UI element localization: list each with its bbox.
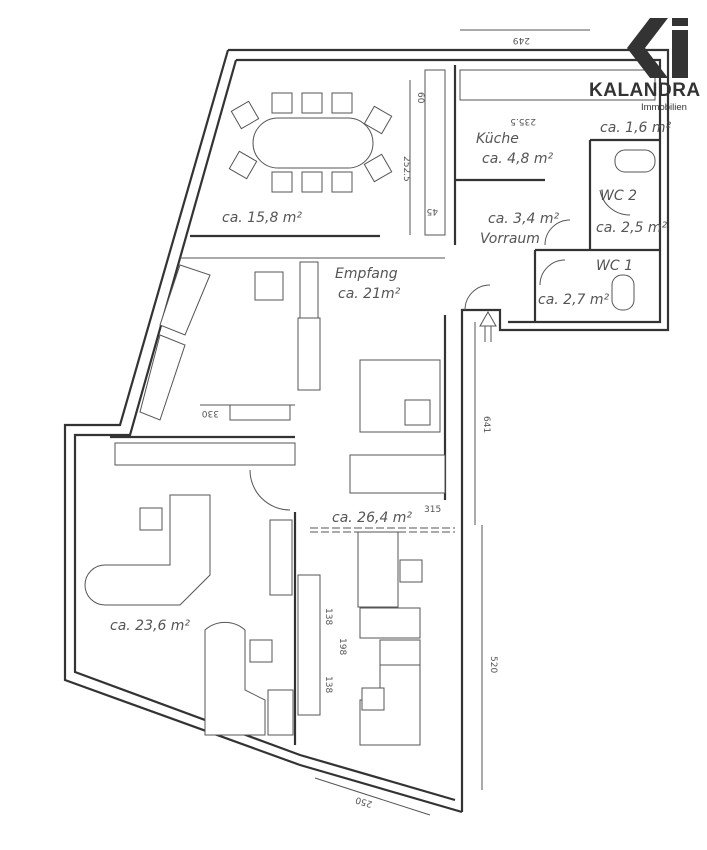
toilet-1 xyxy=(611,274,635,311)
office-right-area: ca. 26,4 m² xyxy=(332,510,412,526)
desk-right-1 xyxy=(357,531,399,608)
wc1-area: ca. 2,7 m² xyxy=(538,292,610,308)
hall-area: ca. 3,4 m² xyxy=(488,211,560,227)
shelf xyxy=(297,317,321,391)
entrance-arrow-icon xyxy=(479,310,497,342)
hall-name: Vorraum xyxy=(480,231,540,247)
reception-area: ca. 21m² xyxy=(338,286,401,302)
dim-desk-span: 198 xyxy=(337,638,347,655)
dim-cabinet-top: 60 xyxy=(415,92,425,104)
wc2-name: WC 2 xyxy=(600,188,637,204)
dim-top: 249 xyxy=(513,35,530,45)
conference-table xyxy=(252,117,374,169)
dim-bottom: 250 xyxy=(354,794,374,809)
dim-office-right-width: 315 xyxy=(424,505,441,515)
wc1-name: WC 1 xyxy=(596,258,633,274)
dim-meeting-depth: 252.5 xyxy=(401,156,411,182)
office-left-area: ca. 23,6 m² xyxy=(110,618,190,634)
chairs xyxy=(228,92,393,193)
reception-counter xyxy=(299,261,319,323)
corner-desk xyxy=(84,494,211,606)
wall-cabinets xyxy=(114,442,296,466)
kitchen-area: ca. 4,8 m² xyxy=(482,151,554,167)
dim-reception-width: 330 xyxy=(202,408,219,418)
logo-subtitle: Immobilien xyxy=(641,102,687,113)
kitchen-counter xyxy=(459,69,656,101)
storage-area: ca. 1,6 m² xyxy=(600,120,672,136)
dim-right-lower: 520 xyxy=(488,656,498,673)
dimension-lines xyxy=(200,29,590,816)
wc2-area: ca. 2,5 m² xyxy=(596,220,668,236)
interior-walls xyxy=(110,65,660,745)
outer-walls xyxy=(63,48,670,814)
dim-desk-b: 138 xyxy=(323,676,333,693)
dim-right-upper: 641 xyxy=(481,416,491,433)
furniture xyxy=(84,69,656,746)
round-desk xyxy=(204,621,266,736)
reception-name: Empfang xyxy=(335,266,398,282)
cabinet xyxy=(424,69,446,236)
kitchen-name: Küche xyxy=(476,131,519,147)
dim-desk-a: 138 xyxy=(323,608,333,625)
shelf-right xyxy=(297,574,321,716)
logo-name: KALANDRA xyxy=(589,80,701,101)
meeting-room-area: ca. 15,8 m² xyxy=(222,210,302,226)
cabinet-left xyxy=(159,264,211,336)
dim-cabinet-bottom: 45 xyxy=(427,206,438,216)
sideboard xyxy=(349,454,446,494)
dim-kitchen-width: 235.5 xyxy=(510,116,536,126)
reception-desk xyxy=(254,271,284,301)
toilet-2 xyxy=(614,149,656,173)
kalandra-logo-icon xyxy=(627,18,688,78)
